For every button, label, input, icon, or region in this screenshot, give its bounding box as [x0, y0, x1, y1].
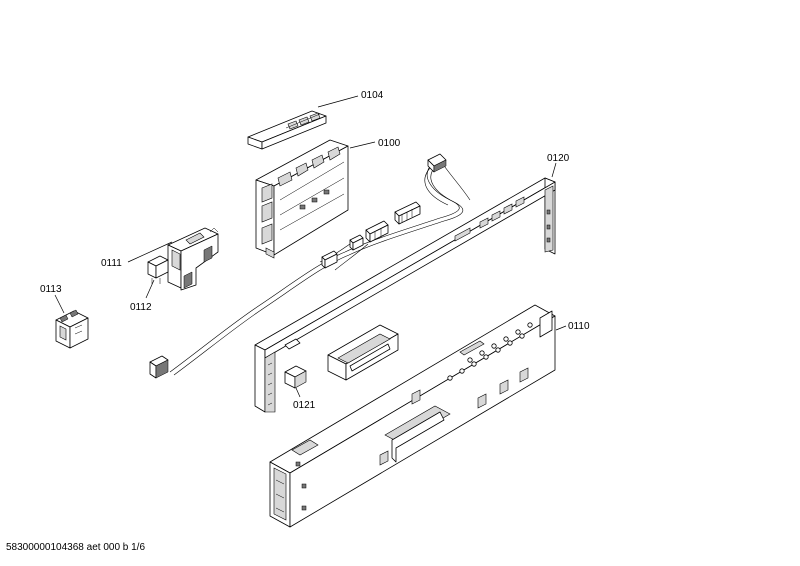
harness-connector-top — [427, 153, 447, 173]
leader-0111 — [127, 241, 173, 263]
leader-0120 — [551, 162, 557, 178]
part-0104-key-module — [247, 110, 327, 150]
harness-connector-1 — [394, 201, 421, 225]
part-0110-front-fascia — [269, 304, 556, 528]
leader-0110 — [555, 325, 567, 331]
part-0120-panel-strip — [254, 177, 556, 413]
harness-connector-2 — [365, 220, 389, 243]
harness-connector-3 — [349, 234, 364, 251]
label-0104: 0104 — [361, 90, 384, 101]
leader-0112 — [145, 279, 155, 299]
harness-connector-4 — [321, 250, 338, 269]
part-0121-button-cap — [284, 365, 307, 389]
leader-0100 — [349, 141, 376, 149]
label-0120: 0120 — [547, 153, 570, 164]
leader-0104 — [317, 95, 359, 108]
leader-0113 — [54, 294, 65, 314]
label-0112: 0112 — [130, 302, 152, 313]
part-0113-connector-block — [55, 309, 89, 349]
label-0111: 0111 — [101, 258, 122, 269]
part-0111-door-switch — [167, 227, 219, 291]
harness-connector-end — [149, 355, 169, 379]
part-0100-control-module — [255, 139, 349, 259]
drawing-code: 58300000104368 aet 000 b 1/6 — [6, 542, 146, 553]
label-0113: 0113 — [40, 284, 62, 295]
label-0110: 0110 — [568, 321, 590, 332]
leader-0121 — [295, 387, 301, 398]
part-0112-relay — [147, 255, 169, 284]
display-window-frame — [327, 324, 399, 381]
label-0100: 0100 — [378, 138, 401, 149]
label-0121: 0121 — [293, 400, 316, 411]
